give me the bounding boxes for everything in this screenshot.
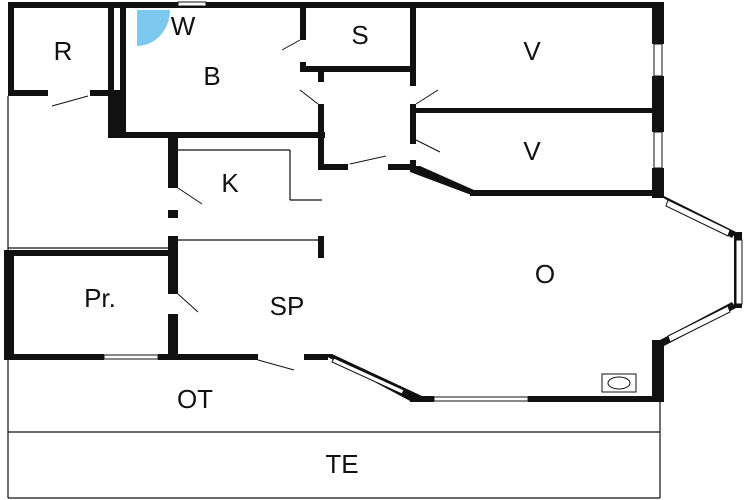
window-bay-top [665, 199, 731, 237]
window-pr [103, 354, 159, 360]
room-label-v1: V [523, 36, 541, 66]
room-label-b: B [203, 61, 220, 91]
room-label-pr: Pr. [84, 283, 116, 313]
room-label-r: R [54, 36, 73, 66]
window-ot [433, 396, 529, 402]
stove-icon [601, 373, 637, 393]
terrace-outline [7, 96, 661, 499]
room-label-k: K [221, 168, 239, 198]
room-label-v2: V [523, 136, 541, 166]
window-v2 [653, 131, 663, 169]
room-label-sp: SP [270, 291, 305, 321]
doors [51, 39, 441, 371]
windows [103, 1, 743, 402]
room-labels: W R B S V V K O Pr. SP OT TE [54, 11, 556, 479]
room-label-o: O [535, 259, 555, 289]
room-label-w: W [171, 11, 196, 41]
window-sp-angled [331, 357, 405, 395]
walls [4, 2, 742, 402]
room-label-ot: OT [177, 384, 213, 414]
shower-area [137, 10, 170, 46]
window-bay-bottom [667, 305, 731, 343]
window-v1 [653, 43, 663, 77]
window-bay-front [735, 239, 743, 305]
window-w [177, 1, 207, 7]
room-label-s: S [351, 20, 368, 50]
room-label-te: TE [325, 449, 358, 479]
